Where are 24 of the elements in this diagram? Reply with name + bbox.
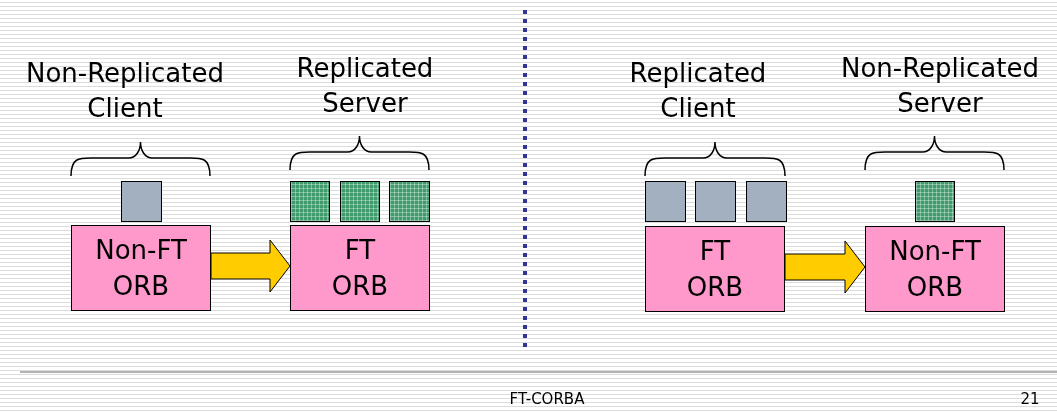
orb-label: FT ORB (330, 234, 390, 303)
object-square (746, 181, 787, 222)
orb-box (865, 226, 1005, 312)
object-square (290, 181, 330, 222)
orb-box (71, 225, 211, 311)
page-number: 21 (1019, 390, 1041, 410)
object-square (389, 181, 430, 222)
block-arrow (784, 240, 866, 294)
object-square (340, 181, 380, 222)
group-heading: Non-Replicated Client (25, 57, 225, 125)
group-heading: Non-Replicated Server (840, 52, 1040, 120)
footer-title: FT-CORBA (508, 390, 586, 410)
object-square (695, 181, 736, 222)
block-arrow (210, 239, 291, 293)
orb-box (290, 225, 430, 311)
object-square (121, 181, 162, 222)
group-heading: Replicated Client (628, 57, 768, 125)
orb-label: Non-FT ORB (888, 235, 982, 304)
orb-label: FT ORB (685, 235, 745, 304)
orb-box (645, 226, 785, 312)
group-heading: Replicated Server (295, 52, 435, 120)
object-square (915, 181, 955, 222)
object-square (645, 181, 686, 222)
orb-label: Non-FT ORB (94, 234, 188, 303)
